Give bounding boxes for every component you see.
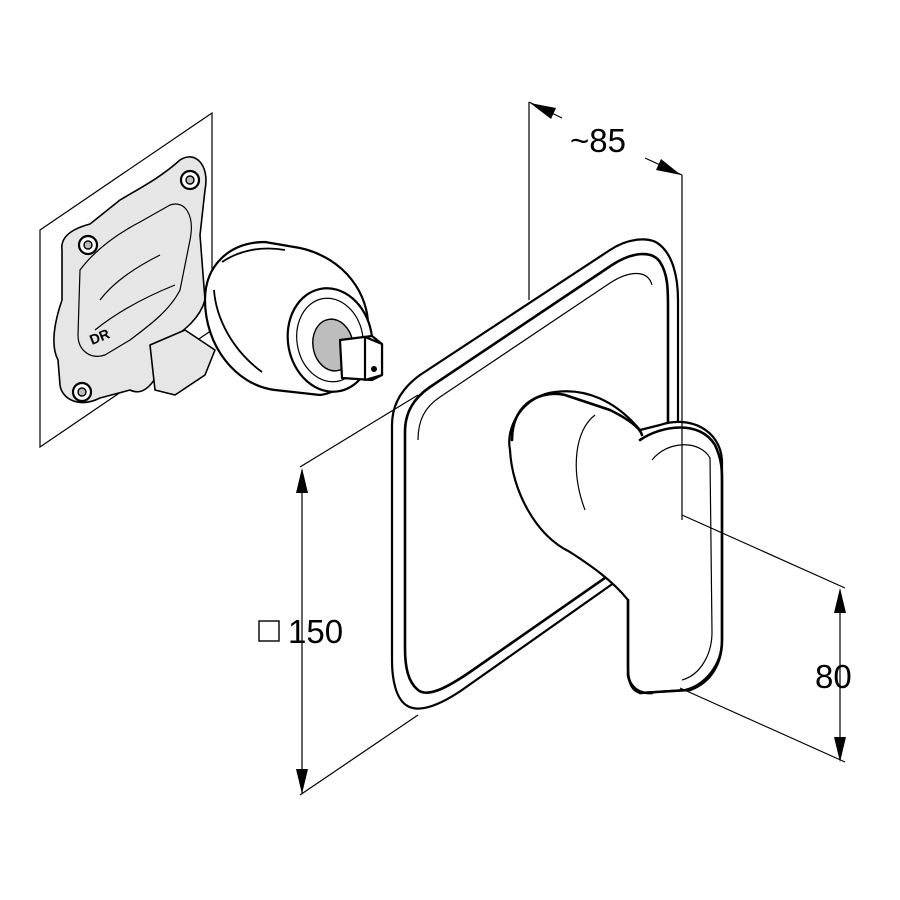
lever-extension-bottom <box>679 687 846 763</box>
plate-arrow-bottom <box>296 769 308 794</box>
housing-bracket <box>149 329 216 396</box>
dimension-lever-height: 80 <box>679 514 852 763</box>
lever-arrow-bottom <box>834 737 846 762</box>
depth-label: ~85 <box>570 122 626 159</box>
spindle-end <box>363 335 384 382</box>
depth-arrow-right <box>656 159 681 175</box>
lever-neck <box>510 392 644 442</box>
plate-extension-top <box>299 394 419 468</box>
mount-screw-top-head <box>185 175 195 185</box>
housing-inner-contour <box>77 203 192 357</box>
lever-neck-shadow <box>575 414 596 511</box>
housing-ridge <box>94 254 176 331</box>
lever-left-edge <box>626 598 654 695</box>
dimension-depth: ~85 <box>528 101 683 520</box>
spindle-hole <box>371 366 377 372</box>
plate-extension-bottom <box>299 714 419 796</box>
lever-extension-top <box>681 514 846 589</box>
dimension-plate-size: 150 <box>258 394 419 796</box>
mount-screw-bottom-head <box>77 387 87 397</box>
lever-arrow-top <box>834 588 846 613</box>
lever-grip-inner <box>651 444 713 681</box>
plate-size-label: 150 <box>288 613 343 650</box>
cover-plate-inner-edge <box>417 272 653 441</box>
concealed-valve-body: DR <box>39 111 384 449</box>
square-symbol <box>258 620 280 642</box>
cartridge-band-1 <box>221 247 286 263</box>
cartridge-band-2 <box>213 289 263 373</box>
body-stamp: DR <box>87 325 112 347</box>
trim-assembly <box>390 238 724 710</box>
lever-height-label: 80 <box>815 658 852 695</box>
mount-screw-left-head <box>83 240 93 250</box>
depth-arrow-left <box>530 103 556 119</box>
cartridge-face-ring <box>296 297 364 383</box>
lever-grip-face <box>638 426 724 695</box>
plate-arrow-top <box>296 468 308 493</box>
